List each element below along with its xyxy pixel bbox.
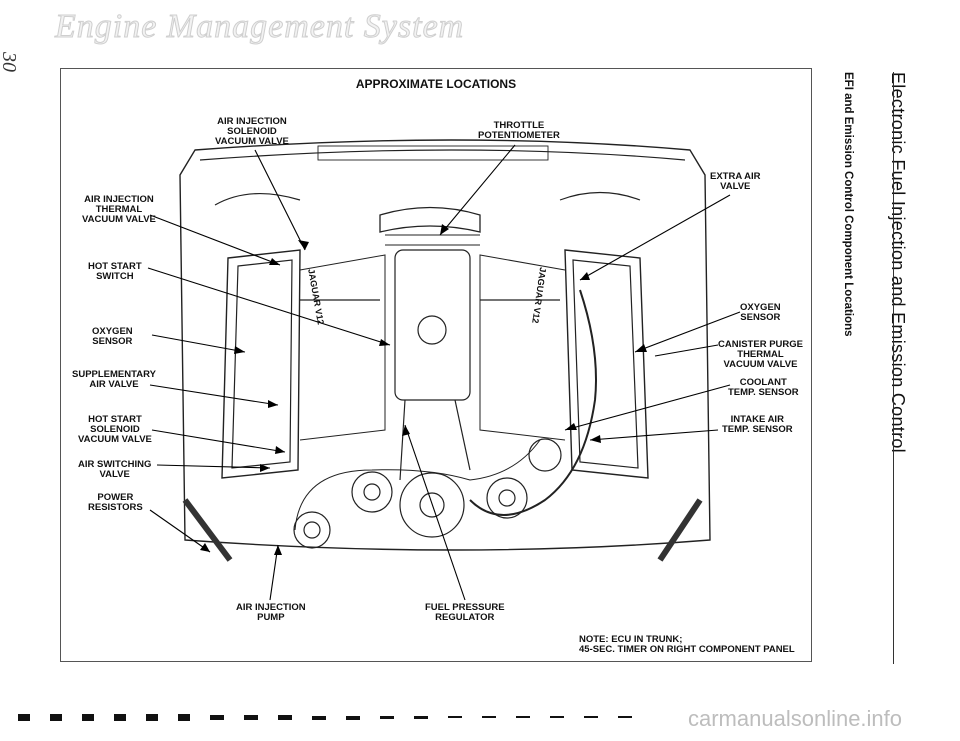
side-subtitle: EFI and Emission Control Component Locat…: [842, 72, 854, 337]
leader-extra-air-valve: [579, 194, 731, 281]
watermark: carmanualsonline.info: [688, 706, 903, 731]
leader-oxygen-sensor-left: [151, 334, 246, 353]
leader-air-injection-solenoid: [254, 149, 306, 251]
side-divider: [893, 72, 894, 664]
leader-oxygen-sensor-right: [634, 311, 741, 353]
leader-throttle-potentiometer: [439, 144, 516, 236]
label-air-injection-solenoid: AIR INJECTION SOLENOID VACUUM VALVE: [215, 116, 289, 147]
leader-supplementary-air-valve: [149, 384, 279, 406]
header-title: Engine Management System: [54, 8, 465, 46]
label-extra-air-valve: EXTRA AIR VALVE: [710, 171, 761, 192]
leader-air-injection-thermal: [149, 214, 281, 266]
leader-fuel-pressure-regulator: [404, 424, 466, 601]
note-text: NOTE: ECU IN TRUNK; 45-SEC. TIMER ON RIG…: [579, 634, 795, 655]
leader-intake-air-temp-sensor: [589, 429, 719, 441]
label-intake-air-temp-sensor: INTAKE AIR TEMP. SENSOR: [722, 414, 793, 435]
side-main-title: Electronic Fuel Injection and Emission C…: [888, 72, 908, 453]
label-hot-start-solenoid: HOT START SOLENOID VACUUM VALVE: [78, 414, 152, 445]
label-hot-start-switch: HOT START SWITCH: [88, 261, 142, 282]
label-fuel-pressure-regulator: FUEL PRESSURE REGULATOR: [425, 602, 505, 623]
leader-hot-start-switch: [147, 267, 391, 346]
label-oxygen-sensor-right: OXYGEN SENSOR: [740, 302, 781, 323]
label-coolant-temp-sensor: COOLANT TEMP. SENSOR: [728, 377, 799, 398]
label-air-switching-valve: AIR SWITCHING VALVE: [78, 459, 152, 480]
label-air-injection-thermal: AIR INJECTION THERMAL VACUUM VALVE: [82, 194, 156, 225]
leader-canister-purge: [654, 344, 719, 357]
diagram-title: APPROXIMATE LOCATIONS: [355, 77, 517, 91]
label-oxygen-sensor-left: OXYGEN SENSOR: [92, 326, 133, 347]
leader-air-switching-valve: [156, 464, 271, 469]
label-power-resistors: POWER RESISTORS: [88, 492, 143, 513]
footer-dash-decoration: [18, 714, 632, 721]
leader-hot-start-solenoid: [151, 429, 286, 453]
diagram-frame: [60, 68, 812, 662]
label-canister-purge: CANISTER PURGE THERMAL VACUUM VALVE: [718, 339, 803, 370]
leader-power-resistors: [149, 509, 211, 553]
label-air-injection-pump: AIR INJECTION PUMP: [236, 602, 306, 623]
label-supplementary-air-valve: SUPPLEMENTARY AIR VALVE: [72, 369, 156, 390]
leader-coolant-temp-sensor: [564, 384, 731, 431]
label-throttle-potentiometer: THROTTLE POTENTIOMETER: [478, 120, 560, 141]
